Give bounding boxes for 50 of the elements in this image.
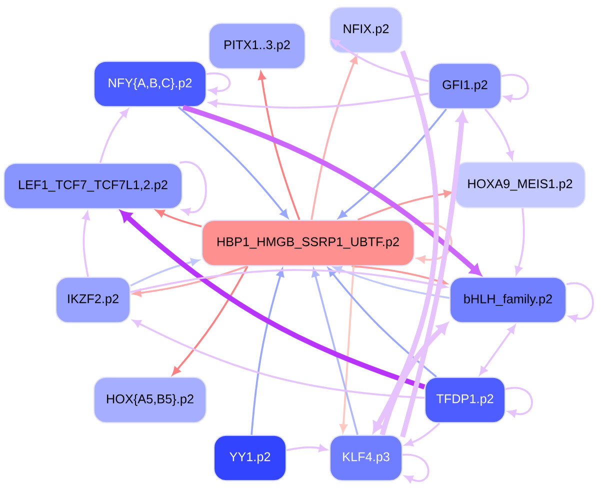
network-node: PITX1..3.p2 [208, 22, 306, 70]
network-node: NFY{A,B,C}.p2 [93, 60, 207, 108]
arrow [130, 258, 200, 287]
arrow [99, 108, 128, 164]
arrow [404, 422, 440, 446]
arrow [172, 266, 248, 376]
network-node: KLF4.p3 [329, 434, 403, 482]
network-node: YY1.p2 [213, 434, 287, 482]
arrow [132, 320, 425, 399]
arrow [479, 324, 516, 376]
arrow [286, 444, 328, 452]
arrow [484, 108, 514, 160]
arrow [331, 38, 429, 82]
network-node: GFI1.p2 [428, 62, 502, 110]
arrow [357, 190, 452, 221]
arrow [178, 106, 288, 218]
network-node: HBP1_HMGB_SSRP1_UBTF.p2 [201, 220, 415, 266]
arrow [400, 112, 468, 438]
arrow [208, 92, 429, 109]
arrow [180, 161, 207, 216]
arrow [132, 265, 248, 297]
arrow [82, 212, 90, 277]
arrow [380, 322, 448, 436]
arrow [372, 50, 439, 433]
network-node: HOX{A5,B5}.p2 [93, 376, 207, 424]
arrow [310, 55, 358, 220]
arrow [130, 269, 448, 293]
arrow [120, 210, 426, 390]
arrow [156, 210, 202, 228]
arrow [505, 386, 533, 418]
arrow [328, 268, 437, 378]
arrow [250, 268, 284, 435]
arrow [258, 72, 300, 220]
arrow [338, 108, 447, 219]
arrow [312, 268, 358, 436]
network-node: NFIX.p2 [329, 6, 403, 54]
arrow [514, 208, 525, 275]
arrow [182, 104, 482, 276]
network-node: IKZF2.p2 [55, 276, 131, 324]
arrow [206, 72, 231, 95]
arrow [333, 266, 450, 299]
arrow [501, 74, 529, 102]
network-node: TFDP1.p2 [424, 376, 506, 424]
network-node: HOXA9_MEIS1.p2 [454, 162, 586, 208]
arrow [352, 265, 448, 286]
arrow [402, 454, 430, 483]
network-node: bHLH_family.p2 [449, 276, 567, 324]
network-node: LEF1_TCF7_TCF7L1,2.p2 [3, 162, 183, 210]
arrow [566, 282, 594, 322]
arrow [340, 266, 354, 432]
